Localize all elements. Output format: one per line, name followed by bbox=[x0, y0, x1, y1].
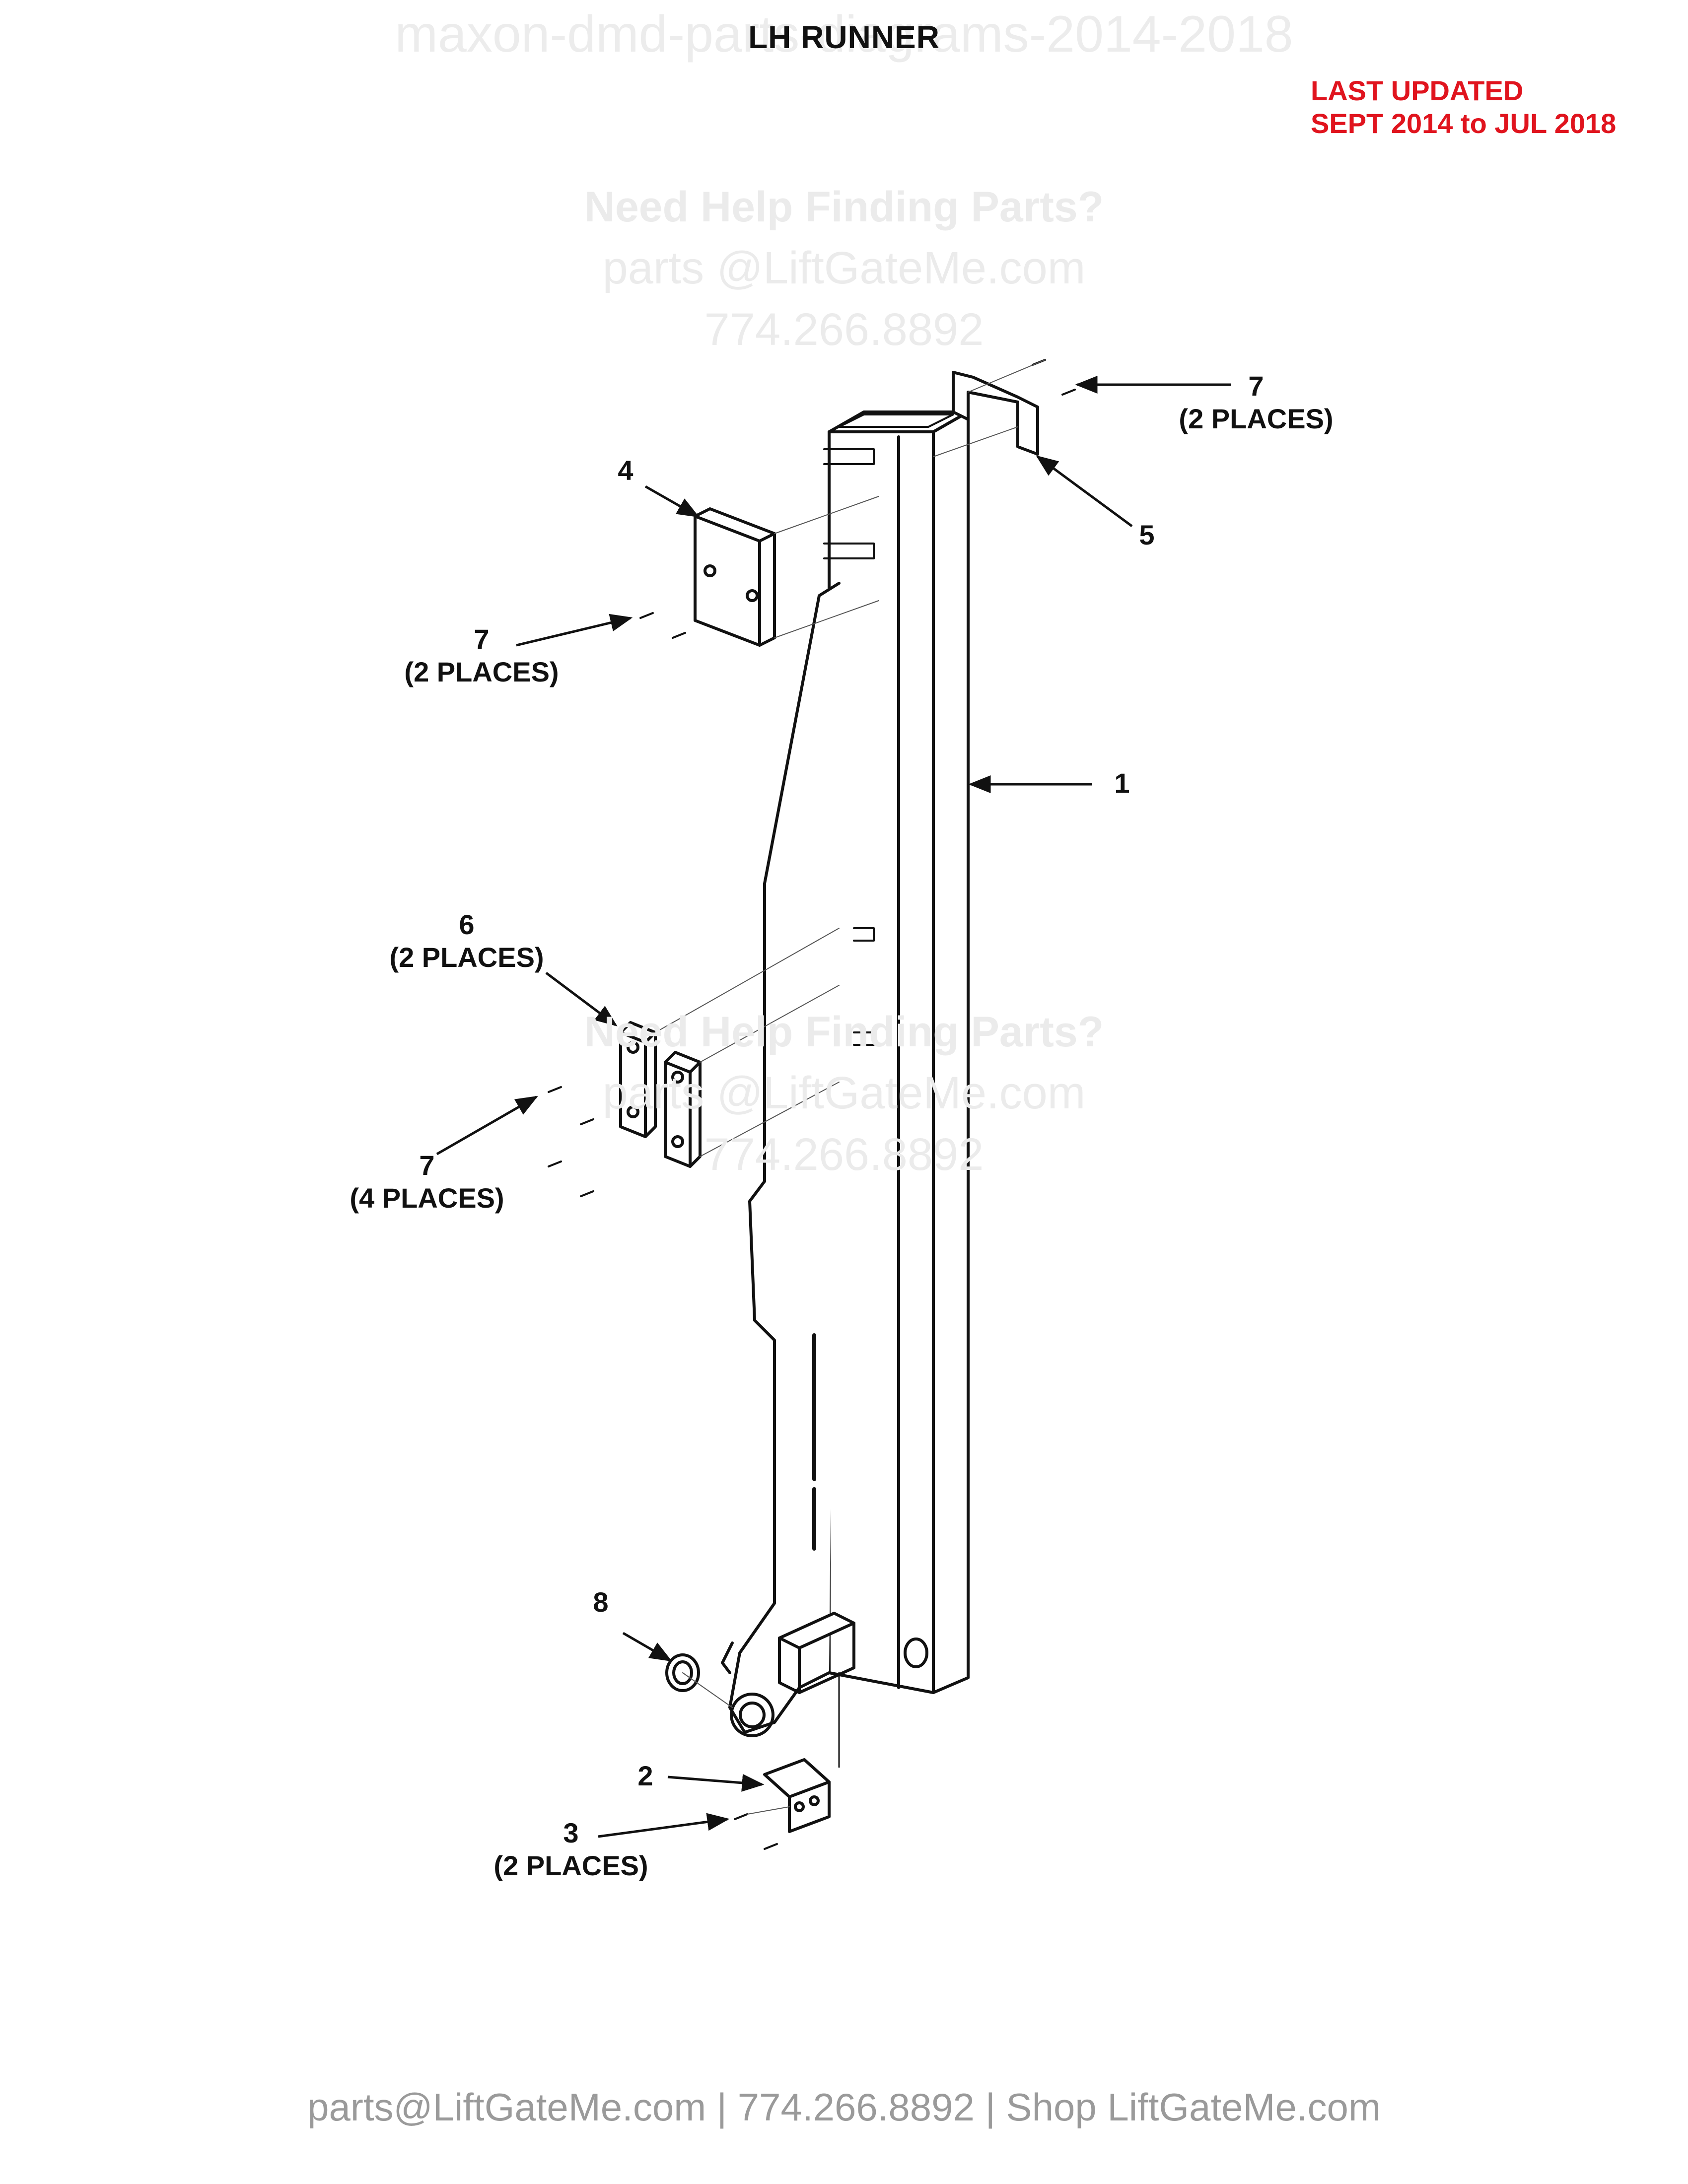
callout-number: 5 bbox=[1139, 519, 1155, 550]
callout-7-left: 7 (2 PLACES) bbox=[362, 623, 601, 688]
runner-bottom-block bbox=[778, 1612, 855, 1768]
callout-8: 8 bbox=[571, 1586, 631, 1619]
callout-number: 1 bbox=[1114, 767, 1130, 799]
callout-7-lower: 7 (4 PLACES) bbox=[308, 1149, 546, 1215]
callout-number: 8 bbox=[593, 1586, 609, 1618]
footer-contact: parts@LiftGateMe.com | 774.266.8892 | Sh… bbox=[307, 2085, 1381, 2129]
help-phone: 774.266.8892 bbox=[704, 1129, 984, 1180]
callout-4: 4 bbox=[596, 454, 655, 487]
callout-3: 3 (2 PLACES) bbox=[452, 1817, 690, 1882]
help-watermark-middle: Need Help Finding Parts? parts @LiftGate… bbox=[0, 1008, 1688, 1190]
help-heading: Need Help Finding Parts? bbox=[584, 1008, 1104, 1056]
page-title: LH RUNNER bbox=[748, 19, 940, 55]
callout-number: 3 bbox=[563, 1817, 579, 1848]
callout-1: 1 bbox=[1092, 767, 1152, 800]
callout-6: 6 (2 PLACES) bbox=[348, 908, 586, 974]
watermark-top: maxon-dmd-parts-diagrams-2014-2018 bbox=[395, 5, 1293, 63]
part-2-pad bbox=[763, 1758, 831, 1833]
callout-quantity: (4 PLACES) bbox=[350, 1182, 504, 1214]
help-heading: Need Help Finding Parts? bbox=[584, 183, 1104, 231]
screws bbox=[548, 359, 1076, 1850]
callout-number: 6 bbox=[459, 909, 475, 940]
assembly-lines bbox=[655, 359, 1046, 1815]
callout-5: 5 bbox=[1117, 519, 1177, 551]
callout-quantity: (2 PLACES) bbox=[1179, 403, 1334, 434]
callout-quantity: (2 PLACES) bbox=[493, 1850, 648, 1881]
help-email: parts @LiftGateMe.com bbox=[602, 1068, 1086, 1118]
part-6-pads bbox=[619, 1021, 702, 1168]
part-5-bracket bbox=[952, 371, 1039, 456]
leader-arrows bbox=[436, 376, 1231, 1838]
last-updated-note: LAST UPDATED SEPT 2014 to JUL 2018 bbox=[1311, 74, 1616, 140]
last-updated-range: SEPT 2014 to JUL 2018 bbox=[1311, 108, 1617, 139]
help-watermark-top: Need Help Finding Parts? parts @LiftGate… bbox=[0, 183, 1688, 365]
callout-7-top: 7 (2 PLACES) bbox=[1137, 370, 1375, 435]
callout-number: 7 bbox=[419, 1150, 435, 1181]
runner-side-plate bbox=[721, 582, 841, 1737]
part-4-plate bbox=[694, 507, 776, 647]
last-updated-label: LAST UPDATED bbox=[1311, 75, 1524, 106]
callout-quantity: (2 PLACES) bbox=[404, 656, 559, 687]
callout-number: 4 bbox=[618, 455, 633, 486]
callout-number: 7 bbox=[1248, 370, 1264, 402]
callout-number: 2 bbox=[637, 1760, 653, 1791]
part-8-bushing bbox=[665, 1653, 700, 1692]
help-phone: 774.266.8892 bbox=[704, 304, 984, 355]
callout-2: 2 bbox=[616, 1760, 675, 1792]
callout-quantity: (2 PLACES) bbox=[389, 942, 544, 973]
help-email: parts @LiftGateMe.com bbox=[602, 243, 1086, 293]
callout-number: 7 bbox=[474, 623, 490, 655]
